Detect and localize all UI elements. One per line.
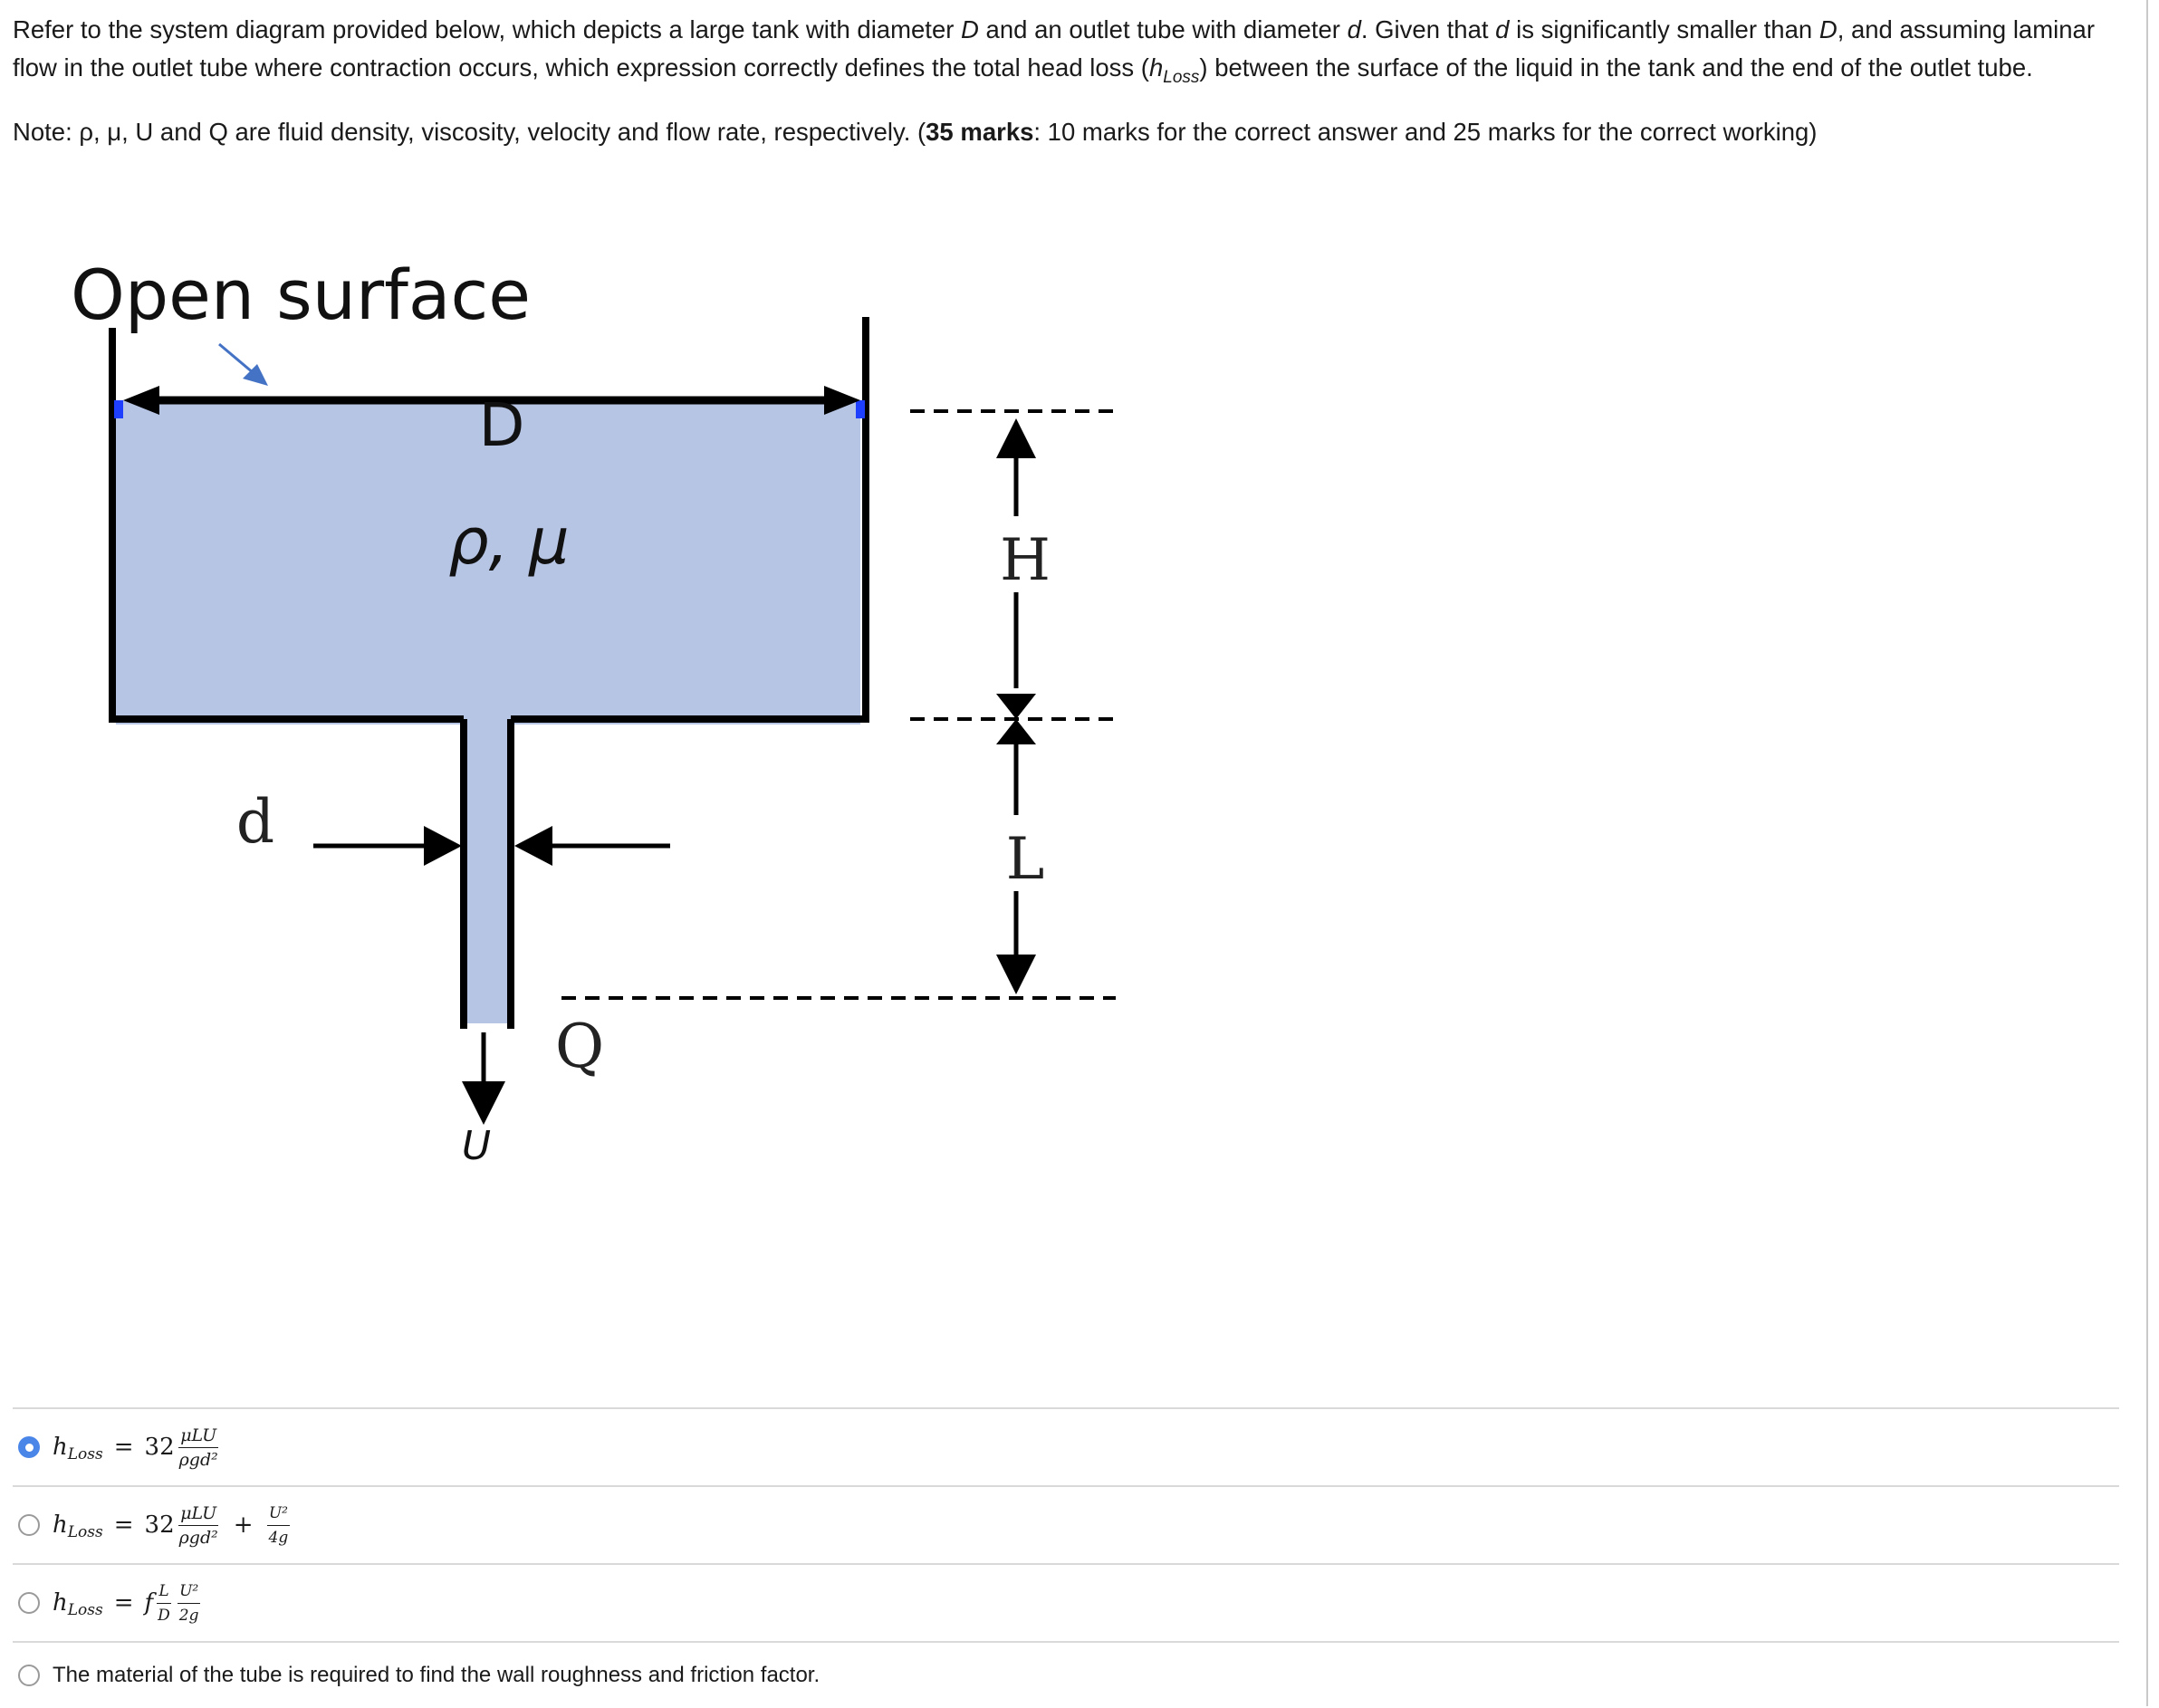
d-arrowhead-left: [424, 826, 462, 866]
radio-option-1-selected[interactable]: [18, 1436, 40, 1458]
tank-wall-right: [511, 317, 869, 723]
D-arrowhead-left: [123, 386, 159, 415]
diameter-d-label: d: [236, 787, 274, 857]
tank-wall-left: [109, 328, 464, 723]
tank-fluid: [116, 400, 860, 724]
rho-mu-label: ρ, μ: [448, 504, 569, 579]
right-border-rule: [2146, 0, 2148, 1706]
d-arrowhead-right: [514, 826, 552, 866]
question-text: Refer to the system diagram provided bel…: [13, 11, 2123, 151]
velocity-U-label: U: [462, 1123, 491, 1168]
tank-diagram: Open surface D ρ, μ d U Q H L: [54, 245, 1123, 1168]
L-arrowhead-bottom: [996, 955, 1036, 994]
diameter-D-label: D: [479, 390, 525, 460]
U-arrowhead: [462, 1081, 505, 1125]
radio-option-4[interactable]: [18, 1665, 40, 1686]
radio-option-3[interactable]: [18, 1592, 40, 1614]
flow-Q-label: Q: [555, 1012, 604, 1081]
H-arrowhead-bottom: [996, 694, 1036, 719]
L-arrowhead-top: [996, 719, 1036, 744]
height-H-label: H: [1000, 527, 1051, 594]
option-4-text: The material of the tube is required to …: [53, 1663, 820, 1687]
open-surface-pointer-head: [243, 364, 268, 386]
radio-option-2[interactable]: [18, 1514, 40, 1536]
D-arrowhead-right: [824, 386, 860, 415]
answer-option-4[interactable]: The material of the tube is required to …: [13, 1641, 2119, 1708]
open-surface-label: Open surface: [71, 254, 531, 335]
question-paragraph: Refer to the system diagram provided bel…: [13, 15, 2095, 87]
open-surface-pointer: [218, 342, 254, 375]
tank-diagram-svg: Open surface D ρ, μ d U Q H L: [71, 254, 1116, 1168]
question-note: Note: ρ, μ, U and Q are fluid density, v…: [13, 118, 1818, 146]
tube-fluid: [460, 724, 507, 1023]
surface-marker-left: [114, 400, 123, 418]
H-arrowhead-top: [996, 418, 1036, 458]
surface-marker-right: [856, 400, 865, 418]
length-L-label: L: [1006, 826, 1045, 893]
